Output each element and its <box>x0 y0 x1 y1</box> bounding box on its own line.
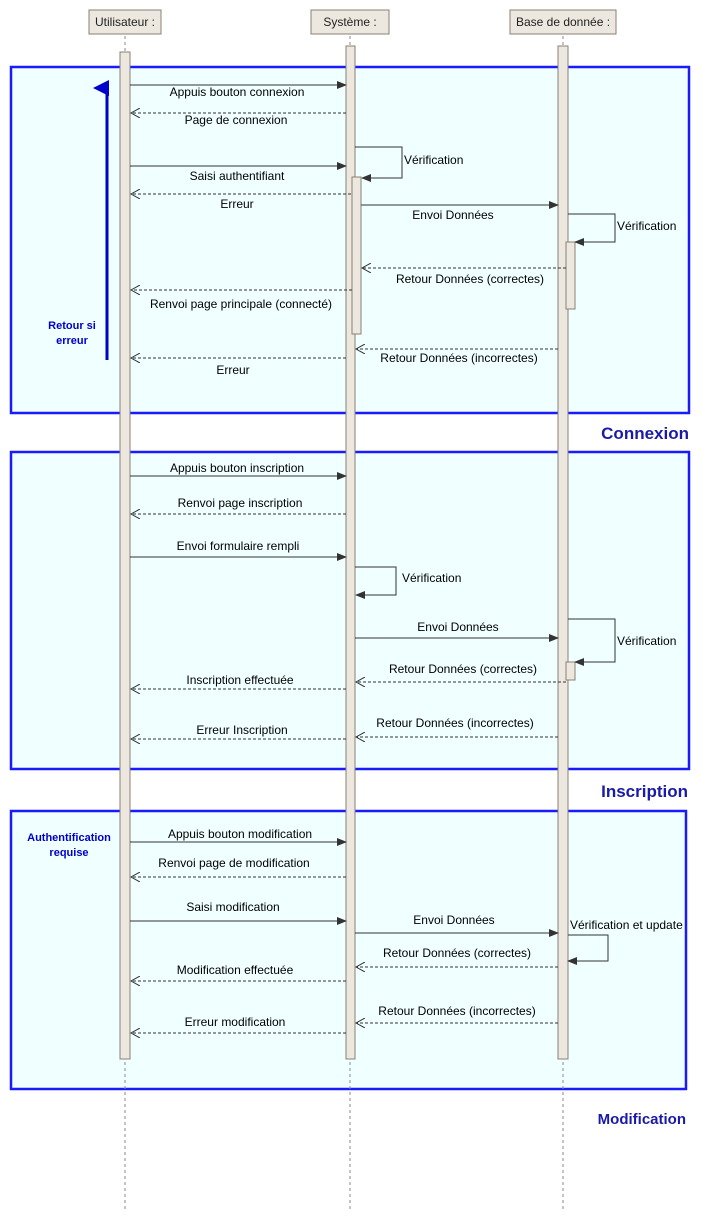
message-label: Modification effectuée <box>177 963 294 977</box>
message-label: Renvoi page inscription <box>178 496 303 510</box>
message-label: Erreur Inscription <box>196 723 287 737</box>
activation-system-nested <box>351 176 362 335</box>
message-label: Vérification <box>617 219 676 233</box>
message-label: Renvoi page principale (connecté) <box>150 297 332 311</box>
actor-system: Système : <box>310 9 390 35</box>
actor-user-label: Utilisateur : <box>95 15 155 29</box>
message-label: Retour Données (incorrectes) <box>378 1004 535 1018</box>
message-label: Vérification et update <box>570 918 683 932</box>
message-label: Vérification <box>617 634 676 648</box>
message-label: Inscription effectuée <box>186 673 294 687</box>
retour-note-line2: erreur <box>56 335 89 347</box>
message-label: Retour Données (correctes) <box>383 946 531 960</box>
message-label: Saisi modification <box>186 900 279 914</box>
message-label: Saisi authentifiant <box>190 169 285 183</box>
message-label: Appuis bouton connexion <box>170 85 305 99</box>
message-label: Appuis bouton inscription <box>170 461 304 475</box>
retour-note-line1: Retour si <box>48 320 96 332</box>
section-title-connexion: Connexion <box>601 424 689 443</box>
activation-db <box>557 45 569 1060</box>
message-label: Envoi Données <box>417 620 498 634</box>
message-label: Retour Données (incorrectes) <box>380 351 537 365</box>
self-message-arrow <box>568 618 616 666</box>
self-message-arrow <box>567 934 609 965</box>
message-label: Erreur <box>220 197 253 211</box>
actor-db-label: Base de donnée : <box>516 15 610 29</box>
auth-note-line2: requise <box>49 847 88 859</box>
activation-db-nested-connexion <box>565 241 576 310</box>
message-label: Retour Données (correctes) <box>396 272 544 286</box>
self-message-arrow <box>568 213 616 246</box>
activation-db-nested-inscription <box>565 661 576 681</box>
auth-note-line1: Authentification <box>27 832 111 844</box>
message-label: Retour Données (incorrectes) <box>376 716 533 730</box>
message-label: Renvoi page de modification <box>158 856 309 870</box>
message-label: Vérification <box>402 571 461 585</box>
message-label: Appuis bouton modification <box>168 827 312 841</box>
section-title-inscription: Inscription <box>601 782 688 801</box>
message-label: Envoi formulaire rempli <box>177 539 300 553</box>
section-title-modification: Modification <box>598 1111 686 1128</box>
actor-user: Utilisateur : <box>88 9 162 35</box>
message-label: Erreur modification <box>185 1015 286 1029</box>
activation-user <box>119 51 131 1060</box>
message-label: Envoi Données <box>412 208 493 222</box>
message-label: Erreur <box>216 363 249 377</box>
message-label: Page de connexion <box>185 113 288 127</box>
activation-system <box>345 45 356 1060</box>
message-label: Vérification <box>404 153 463 167</box>
message-label: Retour Données (correctes) <box>389 662 537 676</box>
self-message-arrow <box>355 566 397 599</box>
message-label: Envoi Données <box>413 913 494 927</box>
actor-system-label: Système : <box>323 15 376 29</box>
actor-db: Base de donnée : <box>509 9 617 35</box>
self-message-arrow <box>355 146 403 182</box>
